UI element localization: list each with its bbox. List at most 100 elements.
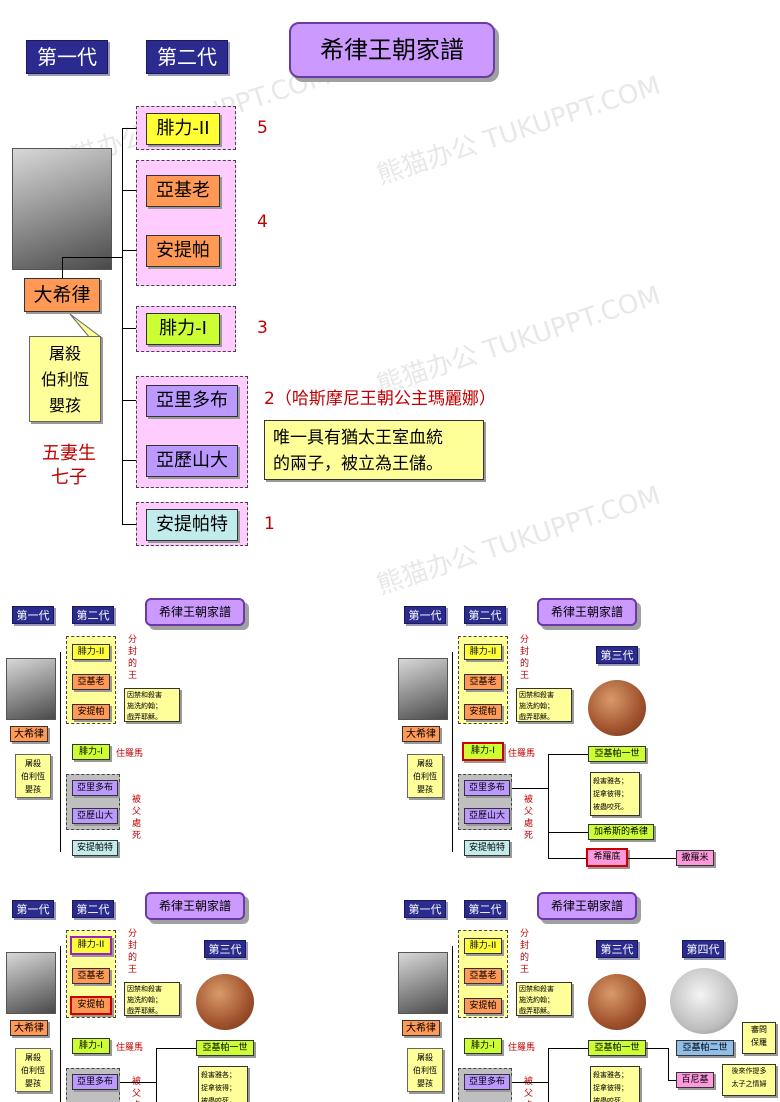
agrippa-i-node[interactable]: 亞基帕一世 (196, 1040, 254, 1056)
philip-place: 住羅馬 (508, 749, 536, 759)
herod-the-great-node[interactable]: 大希律 (24, 278, 100, 312)
branch-line (122, 190, 146, 191)
herod-portrait (398, 658, 448, 720)
son-philip-ii[interactable]: 腓力-II (72, 644, 110, 660)
wife-number-3: 3 (257, 318, 268, 338)
son-philip-i[interactable]: 腓力-I (146, 313, 220, 345)
son-alexander[interactable]: 亞歷山大 (72, 808, 118, 824)
son-philip-i[interactable]: 腓力-I (462, 742, 504, 761)
son-philip-i[interactable]: 腓力-I (72, 1038, 110, 1054)
thumbnail-generations-2: 第一代 第二代 希律王朝家譜 大希律 屠殺 伯利恆 嬰孩 腓力-II 亞基老 安… (0, 596, 380, 866)
son-philip-ii[interactable]: 腓力-II (464, 938, 502, 954)
son-archelaus[interactable]: 亞基老 (464, 968, 502, 984)
coin-image (588, 974, 646, 1030)
killed-label: 被 父 處 死 (524, 1077, 534, 1102)
spine-line (122, 128, 123, 524)
thumb-title: 希律王朝家譜 (145, 892, 245, 920)
herodias-node[interactable]: 希羅底 (586, 848, 628, 867)
son-philip-i[interactable]: 腓力-I (72, 744, 110, 760)
bernice-node[interactable]: 百尼基 (676, 1072, 714, 1088)
son-archelaus[interactable]: 亞基老 (146, 175, 220, 207)
herod-portrait (398, 952, 448, 1014)
herod-node[interactable]: 大希律 (402, 1020, 440, 1036)
son-alexander[interactable]: 亞歷山大 (146, 445, 238, 477)
massacre-callout: 屠殺 伯利恆 嬰孩 (29, 336, 101, 422)
herod-node[interactable]: 大希律 (10, 726, 48, 742)
gen3-branch (156, 1048, 196, 1049)
son-antipater[interactable]: 安提帕特 (72, 840, 118, 856)
son-aristobulus[interactable]: 亞里多布 (146, 385, 238, 417)
son-antipas[interactable]: 安提帕 (146, 235, 220, 267)
son-antipater[interactable]: 安提帕特 (146, 509, 238, 541)
son-alexander[interactable]: 亞歷山大 (464, 808, 510, 824)
son-archelaus[interactable]: 亞基老 (464, 674, 502, 690)
coin-image (588, 680, 646, 736)
generation-2-label: 第二代 (146, 40, 228, 74)
gen3-link (512, 1082, 548, 1083)
son-philip-i[interactable]: 腓力-I (464, 1038, 502, 1054)
killed-label: 被 父 處 死 (524, 795, 534, 841)
thumb-title: 希律王朝家譜 (537, 892, 637, 920)
son-antipas[interactable]: 安提帕 (464, 998, 502, 1014)
thumbnail-generations-3b: 第一代 第二代 希律王朝家譜 第三代 大希律 屠殺 伯利恆 嬰孩 腓力-II 亞… (0, 890, 380, 1102)
son-aristobulus[interactable]: 亞里多布 (72, 780, 118, 796)
watermark: 熊猫办公 TUKUPPT.COM (373, 280, 665, 401)
massacre-callout: 屠殺 伯利恆 嬰孩 (407, 754, 443, 798)
trunk-line-h (62, 257, 122, 258)
philip-place: 住羅馬 (116, 1043, 144, 1053)
branch-line (122, 460, 146, 461)
watermark: 熊猫办公 TUKUPPT.COM (373, 70, 665, 191)
herod-node[interactable]: 大希律 (402, 726, 440, 742)
killed-label: 被 父 處 死 (132, 1077, 142, 1102)
herod-portrait (6, 952, 56, 1014)
coin-image (196, 974, 254, 1030)
watermark: 熊猫办公 TUKUPPT.COM (373, 480, 665, 601)
gen3-link (120, 1082, 156, 1083)
son-archelaus[interactable]: 亞基老 (72, 674, 110, 690)
son-aristobulus[interactable]: 亞里多布 (464, 780, 510, 796)
agrippa-i-note: 殺害雅各； 捉拿彼得； 被蟲咬死。 (590, 772, 640, 816)
herod-of-chalcis-node[interactable]: 加希斯的希律 (588, 824, 654, 840)
philip-place: 住羅馬 (508, 1043, 536, 1053)
thumb-title: 希律王朝家譜 (537, 598, 637, 626)
agrippa-coin-image (670, 968, 738, 1034)
philip-place: 住羅馬 (116, 749, 144, 759)
gen3-branch (548, 754, 588, 755)
trunk-line (62, 258, 63, 278)
thumbnail-generations-4: 第一代 第二代 希律王朝家譜 第三代 第四代 大希律 屠殺 伯利恆 嬰孩 腓力-… (392, 890, 780, 1102)
son-archelaus[interactable]: 亞基老 (72, 968, 110, 984)
generation-2-label: 第二代 (464, 606, 506, 624)
son-antipas[interactable]: 安提帕 (464, 704, 502, 720)
tetrarch-label: 分 封 的 王 (128, 635, 138, 681)
son-aristobulus[interactable]: 亞里多布 (464, 1074, 510, 1090)
gen3-branch (548, 858, 588, 859)
generation-3-label: 第三代 (204, 940, 246, 958)
gen4-spine (668, 1048, 669, 1080)
gen3-branch (548, 1048, 588, 1049)
gen3-spine (156, 1048, 157, 1102)
agrippa-ii-node[interactable]: 亞基帕二世 (676, 1040, 734, 1056)
gen4-link (646, 1048, 668, 1049)
son-philip-ii[interactable]: 腓力-II (464, 644, 502, 660)
agrippa-i-note: 殺害雅各； 捉拿彼得； 被蟲咬死。 (198, 1066, 248, 1102)
son-antipas[interactable]: 安提帕 (70, 996, 112, 1015)
killed-label: 被 父 處 死 (132, 795, 142, 841)
antipas-note: 因禁和殺害 施洗約翰； 戲弄耶穌。 (124, 982, 180, 1016)
agrippa-i-node[interactable]: 亞基帕一世 (588, 746, 646, 762)
gen4-branch (668, 1080, 676, 1081)
antipas-note: 因禁和殺害 施洗約翰； 戲弄耶穌。 (516, 688, 572, 722)
generation-1-label: 第一代 (404, 606, 446, 624)
generation-2-label: 第二代 (72, 606, 114, 624)
son-antipas[interactable]: 安提帕 (72, 704, 110, 720)
herod-node[interactable]: 大希律 (10, 1020, 48, 1036)
agrippa-i-node[interactable]: 亞基帕一世 (588, 1040, 646, 1056)
son-philip-ii[interactable]: 腓力-II (70, 936, 112, 955)
generation-1-label: 第一代 (12, 900, 54, 918)
salome-node[interactable]: 撒羅米 (676, 850, 714, 866)
son-antipater[interactable]: 安提帕特 (464, 840, 510, 856)
wife-number-1: 1 (264, 514, 275, 534)
son-aristobulus[interactable]: 亞里多布 (72, 1074, 118, 1090)
gen3-spine (548, 1048, 549, 1102)
generation-2-label: 第二代 (72, 900, 114, 918)
son-philip-ii[interactable]: 腓力-II (146, 113, 220, 145)
